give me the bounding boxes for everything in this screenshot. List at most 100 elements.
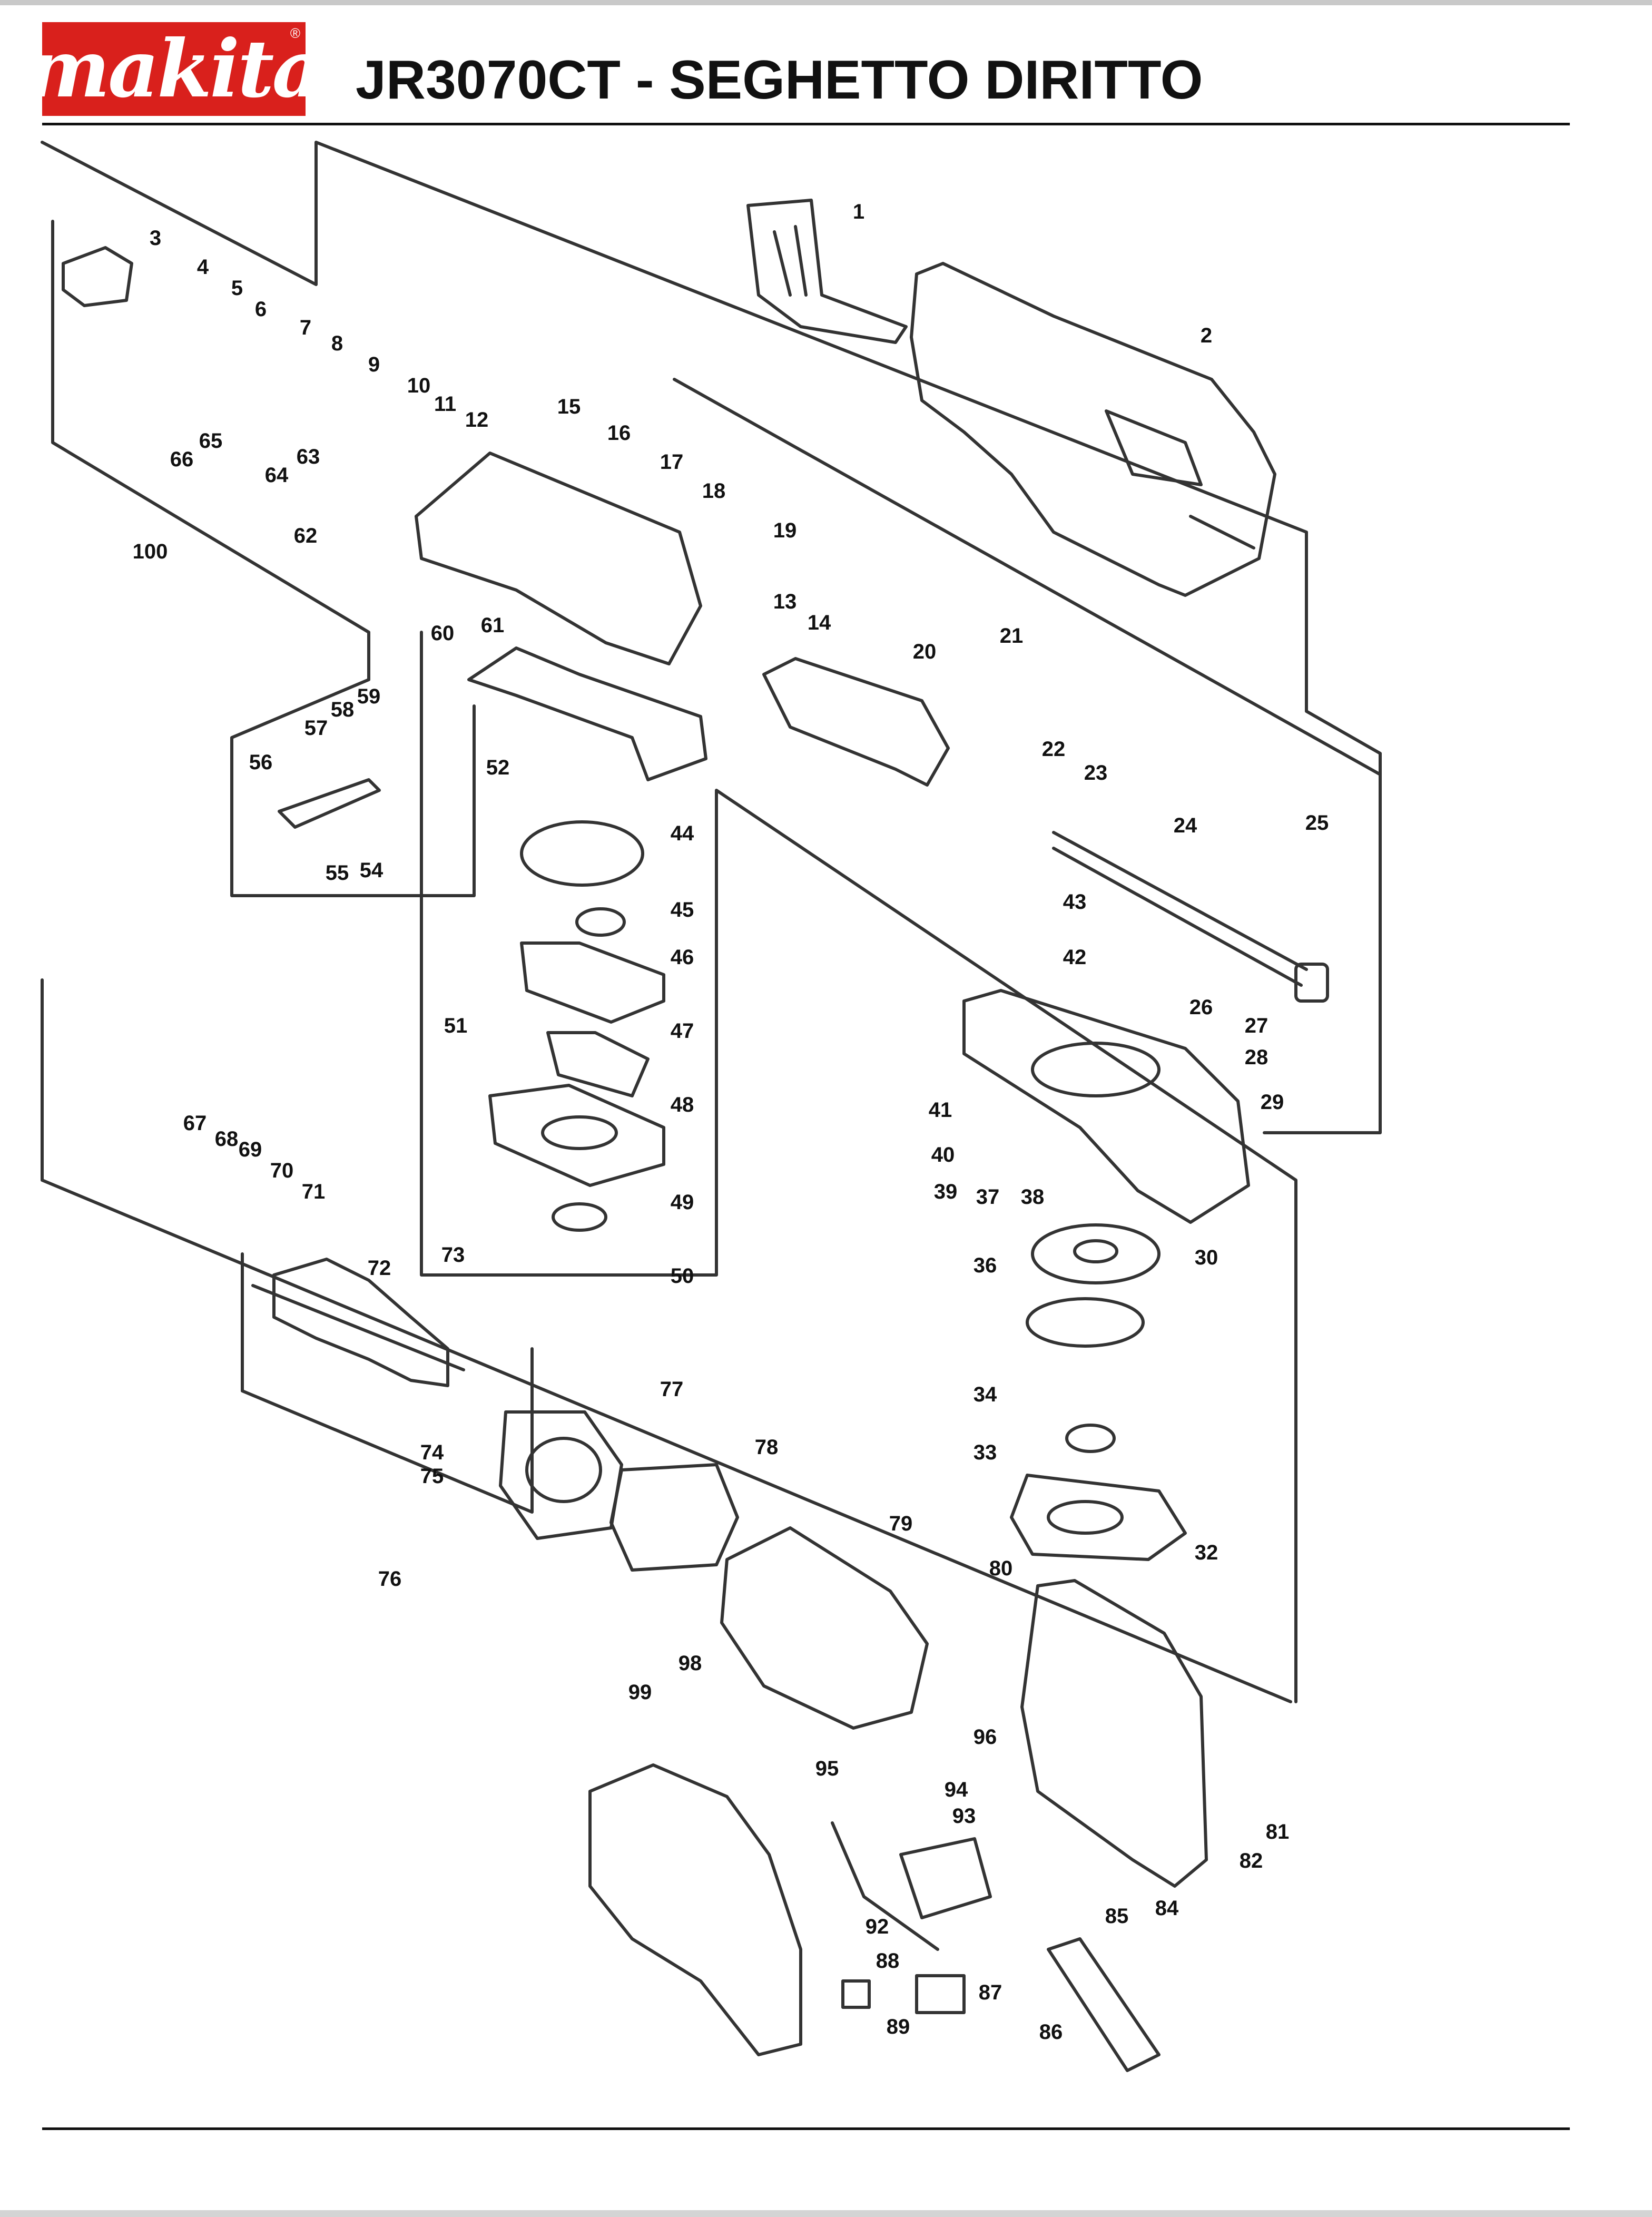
part-gear-housing bbox=[962, 989, 1250, 1224]
part-bearing bbox=[1065, 1424, 1116, 1453]
callout-part-66: 66 bbox=[170, 448, 194, 471]
callout-part-40: 40 bbox=[931, 1143, 955, 1166]
group-outline-armature bbox=[41, 978, 1292, 1703]
part-handle-cover bbox=[588, 1763, 802, 2056]
callout-part-23: 23 bbox=[1084, 761, 1108, 784]
callout-part-45: 45 bbox=[671, 898, 694, 921]
callout-part-5: 5 bbox=[231, 277, 243, 300]
callout-part-10: 10 bbox=[407, 374, 431, 397]
part-gear-cover bbox=[415, 452, 702, 665]
callout-part-43: 43 bbox=[1063, 890, 1087, 914]
callout-part-84: 84 bbox=[1155, 1897, 1179, 1920]
group-outline-front-assembly bbox=[41, 141, 1382, 1134]
callout-part-46: 46 bbox=[671, 946, 694, 969]
part-ring bbox=[575, 907, 626, 937]
part-shaft-bushing bbox=[1294, 963, 1329, 1003]
part-slide-plate bbox=[546, 1031, 650, 1097]
callout-part-87: 87 bbox=[979, 1981, 1002, 2004]
callout-part-9: 9 bbox=[368, 353, 380, 376]
callout-part-28: 28 bbox=[1245, 1046, 1268, 1069]
callout-part-49: 49 bbox=[671, 1191, 694, 1214]
callout-part-95: 95 bbox=[815, 1757, 839, 1780]
callout-part-54: 54 bbox=[360, 859, 384, 882]
callout-part-18: 18 bbox=[702, 479, 726, 503]
callout-part-7: 7 bbox=[300, 316, 311, 339]
callout-part-25: 25 bbox=[1305, 811, 1329, 835]
part-shaft bbox=[1052, 831, 1308, 987]
makita-logo: makita ® bbox=[26, 22, 323, 116]
callout-part-20: 20 bbox=[913, 640, 937, 663]
callout-part-88: 88 bbox=[876, 1949, 900, 1973]
callout-part-85: 85 bbox=[1105, 1905, 1129, 1928]
callout-part-13: 13 bbox=[773, 590, 797, 613]
callout-part-44: 44 bbox=[671, 822, 694, 845]
part-armature bbox=[251, 1258, 465, 1387]
part-controller bbox=[831, 1821, 992, 1951]
part-crank-plate bbox=[520, 820, 644, 887]
callout-part-62: 62 bbox=[294, 524, 318, 547]
callout-part-3: 3 bbox=[150, 227, 161, 250]
callout-part-100: 100 bbox=[133, 540, 168, 563]
group-outline-plate-stack bbox=[420, 631, 1297, 1703]
part-front-sleeve bbox=[62, 246, 133, 307]
callout-part-51: 51 bbox=[444, 1014, 468, 1037]
callout-part-69: 69 bbox=[239, 1138, 262, 1161]
callout-part-94: 94 bbox=[945, 1778, 968, 1801]
callout-part-15: 15 bbox=[557, 395, 581, 418]
part-noise-suppressor bbox=[841, 1979, 871, 2009]
logo-wordmark: makita bbox=[26, 23, 323, 115]
callout-part-14: 14 bbox=[808, 611, 831, 634]
callout-part-70: 70 bbox=[270, 1159, 294, 1182]
callout-part-73: 73 bbox=[441, 1243, 465, 1267]
group-outline-rotor bbox=[241, 1252, 534, 1514]
footer-divider bbox=[42, 2127, 1570, 2130]
callout-part-41: 41 bbox=[929, 1098, 952, 1122]
part-slider bbox=[762, 657, 950, 787]
callout-part-75: 75 bbox=[420, 1465, 444, 1488]
callout-part-56: 56 bbox=[249, 751, 273, 774]
callout-part-32: 32 bbox=[1195, 1541, 1218, 1564]
callout-part-93: 93 bbox=[952, 1804, 976, 1828]
callout-part-1: 1 bbox=[853, 200, 864, 223]
callout-part-68: 68 bbox=[215, 1127, 239, 1151]
part-bevel-gear bbox=[1031, 1223, 1161, 1284]
callout-part-74: 74 bbox=[420, 1441, 444, 1464]
callout-part-92: 92 bbox=[866, 1915, 889, 1938]
callout-part-52: 52 bbox=[486, 756, 510, 779]
callout-part-77: 77 bbox=[660, 1378, 684, 1401]
callout-part-36: 36 bbox=[974, 1254, 997, 1277]
callout-part-98: 98 bbox=[678, 1652, 702, 1675]
callout-part-99: 99 bbox=[628, 1681, 652, 1704]
part-rear-handle bbox=[1020, 1579, 1208, 1888]
callout-part-80: 80 bbox=[989, 1557, 1013, 1580]
callout-part-27: 27 bbox=[1245, 1014, 1268, 1037]
part-baffle bbox=[499, 1410, 623, 1540]
callout-part-59: 59 bbox=[357, 685, 381, 708]
callout-part-60: 60 bbox=[431, 622, 455, 645]
callout-part-81: 81 bbox=[1266, 1820, 1290, 1843]
page-title: JR3070CT - SEGHETTO DIRITTO bbox=[356, 50, 1203, 111]
callout-part-39: 39 bbox=[934, 1180, 958, 1203]
part-bearing-box bbox=[1010, 1474, 1187, 1561]
callout-part-8: 8 bbox=[331, 332, 343, 355]
part-ball-bearing bbox=[552, 1202, 607, 1232]
callout-part-21: 21 bbox=[1000, 624, 1024, 648]
callout-part-4: 4 bbox=[197, 256, 209, 279]
part-base-plate bbox=[488, 1084, 665, 1187]
callout-part-42: 42 bbox=[1063, 946, 1087, 969]
callout-part-19: 19 bbox=[773, 519, 797, 542]
callout-part-17: 17 bbox=[660, 450, 684, 474]
callout-part-6: 6 bbox=[255, 298, 267, 321]
part-capacitor bbox=[915, 1974, 966, 2014]
callout-part-55: 55 bbox=[326, 861, 349, 885]
part-strip bbox=[1047, 1937, 1161, 2072]
callout-part-11: 11 bbox=[434, 393, 456, 416]
callout-part-63: 63 bbox=[297, 445, 320, 468]
callout-part-33: 33 bbox=[974, 1441, 997, 1464]
callout-part-71: 71 bbox=[302, 1180, 326, 1203]
callout-part-82: 82 bbox=[1240, 1849, 1263, 1872]
registered-mark-icon: ® bbox=[290, 25, 300, 41]
callout-part-57: 57 bbox=[304, 717, 328, 740]
